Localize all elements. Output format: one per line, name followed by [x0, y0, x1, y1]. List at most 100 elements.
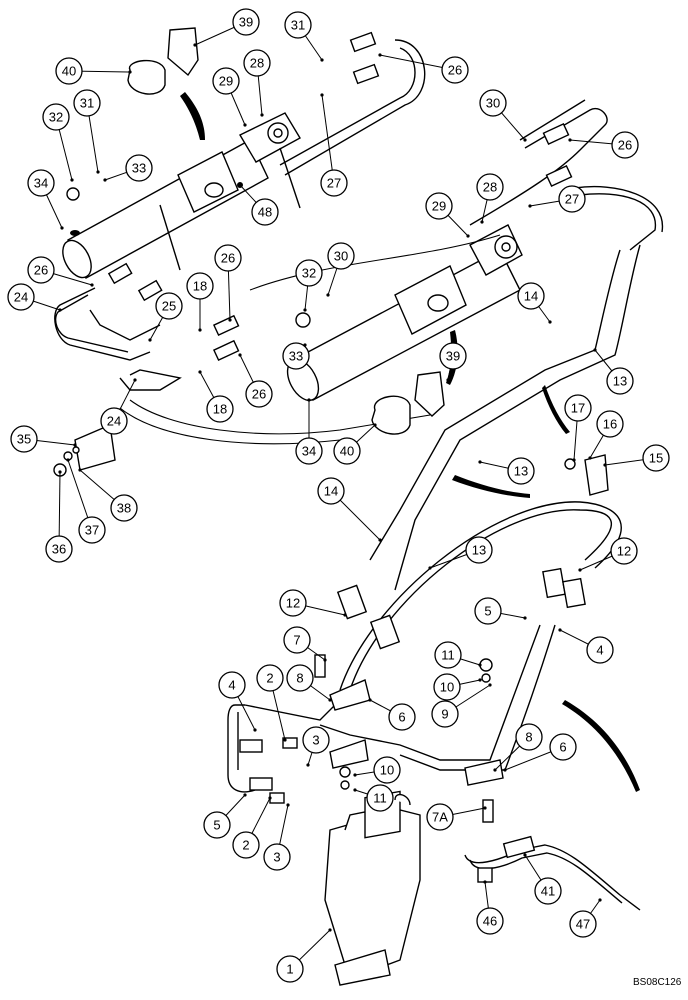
- callout-circle: [232, 8, 260, 36]
- callout-circle: [558, 185, 586, 213]
- callout-label: 33: [289, 349, 303, 364]
- callout-circle: [263, 843, 291, 871]
- callout-leader-tip: [253, 728, 257, 732]
- callout-circle: [100, 407, 128, 435]
- callout-leader-tip: [286, 803, 290, 807]
- callout-circle: [110, 494, 138, 522]
- callout-circle: [373, 756, 401, 784]
- callout-label: 29: [432, 199, 446, 214]
- callout-leader-tip: [78, 468, 82, 472]
- hose-fittings: [53, 31, 586, 883]
- callout-leader-tip: [66, 458, 70, 462]
- callout-circle: [73, 89, 101, 117]
- lower-right-cylinder: [286, 224, 523, 402]
- callout-circle: [78, 516, 106, 544]
- callout-circle: [302, 726, 330, 754]
- callout-label: 47: [576, 917, 590, 932]
- callout-leader-tip: [320, 58, 324, 62]
- callout-circle: [245, 380, 273, 408]
- callout-label: 26: [252, 387, 266, 402]
- callout-circle: [434, 641, 462, 669]
- callout-label: 10: [380, 763, 394, 778]
- callout-leader-tip: [480, 220, 484, 224]
- callout-circle: [212, 67, 240, 95]
- callout-label: 8: [525, 730, 532, 745]
- callout-circle: [256, 664, 284, 692]
- callout-circle: [465, 536, 493, 564]
- callout-leader-tip: [548, 320, 552, 324]
- callout-label: 28: [250, 56, 264, 71]
- callout-label: 8: [296, 671, 303, 686]
- callout-circle: [366, 784, 394, 812]
- callout-label: 14: [524, 289, 538, 304]
- callout-leader-tip: [446, 378, 450, 382]
- callout-label: 36: [52, 542, 66, 557]
- callout-circle: [155, 292, 183, 320]
- callout-leader-tip: [588, 456, 592, 460]
- callout-leader-tip: [96, 170, 100, 174]
- callout-leader-tip: [73, 443, 77, 447]
- callout-leader-tip: [478, 663, 482, 667]
- callout-circle: [10, 425, 38, 453]
- callout-circle: [282, 342, 310, 370]
- callout-label: 24: [107, 414, 121, 429]
- callout-circle: [564, 394, 592, 422]
- callout-leader-line: [321, 94, 335, 184]
- callout-circle: [279, 589, 307, 617]
- callout-label: 3: [273, 850, 280, 865]
- callout-label: 4: [228, 678, 235, 693]
- callout-label: 30: [486, 96, 500, 111]
- callout-label: 7: [293, 633, 300, 648]
- callout-circle: [476, 907, 504, 935]
- callout-label: 38: [117, 501, 131, 516]
- callout-leader-tip: [268, 796, 272, 800]
- callout-label: 34: [34, 176, 48, 191]
- hydraulic-tube-bundle: [119, 99, 664, 911]
- callout-circle: [476, 173, 504, 201]
- callout-circle: [333, 437, 361, 465]
- callout-leader-tip: [70, 178, 74, 182]
- callout-label: 13: [514, 464, 528, 479]
- callout-circle: [214, 244, 242, 272]
- callout-label: 41: [541, 884, 555, 899]
- callout-circle: [55, 57, 83, 85]
- callout-leader-tip: [378, 538, 382, 542]
- callout-leader-tip: [343, 613, 347, 617]
- callout-leader-tip: [58, 308, 62, 312]
- clamp-brackets: [74, 27, 609, 786]
- callout-leader-tip: [603, 463, 607, 467]
- callout-circle: [320, 169, 348, 197]
- callout-circle: [232, 831, 260, 859]
- callout-circle: [431, 700, 459, 728]
- callout-circle: [286, 664, 314, 692]
- callout-label: 35: [17, 432, 31, 447]
- callout-leader-tip: [428, 566, 432, 570]
- callout-leader-tip: [328, 928, 332, 932]
- callout-leader-tip: [568, 138, 572, 142]
- callout-label: 9: [441, 707, 448, 722]
- callout-leader-tip: [198, 370, 202, 374]
- callout-circle: [441, 56, 469, 84]
- callout-circle: [45, 535, 73, 563]
- callout-label: 46: [483, 914, 497, 929]
- callout-label: 18: [193, 279, 207, 294]
- callout-leader-tip: [306, 763, 310, 767]
- callout-label: 33: [132, 161, 146, 176]
- callout-label: 17: [571, 401, 585, 416]
- callout-circle: [534, 877, 562, 905]
- callout-leader-tip: [323, 658, 327, 662]
- callout-leader-tip: [198, 328, 202, 332]
- callout-leader-tip: [373, 423, 377, 427]
- callout-label: 16: [603, 417, 617, 432]
- callout-circle: [276, 955, 304, 983]
- callout-leader-tip: [243, 793, 247, 797]
- callout-leader-tip: [528, 204, 532, 208]
- callout-circle: [425, 192, 453, 220]
- callout-leader-tip: [58, 470, 62, 474]
- callout-leader-tip: [466, 234, 470, 238]
- callout-label: 26: [34, 263, 48, 278]
- callout-circle: [611, 131, 639, 159]
